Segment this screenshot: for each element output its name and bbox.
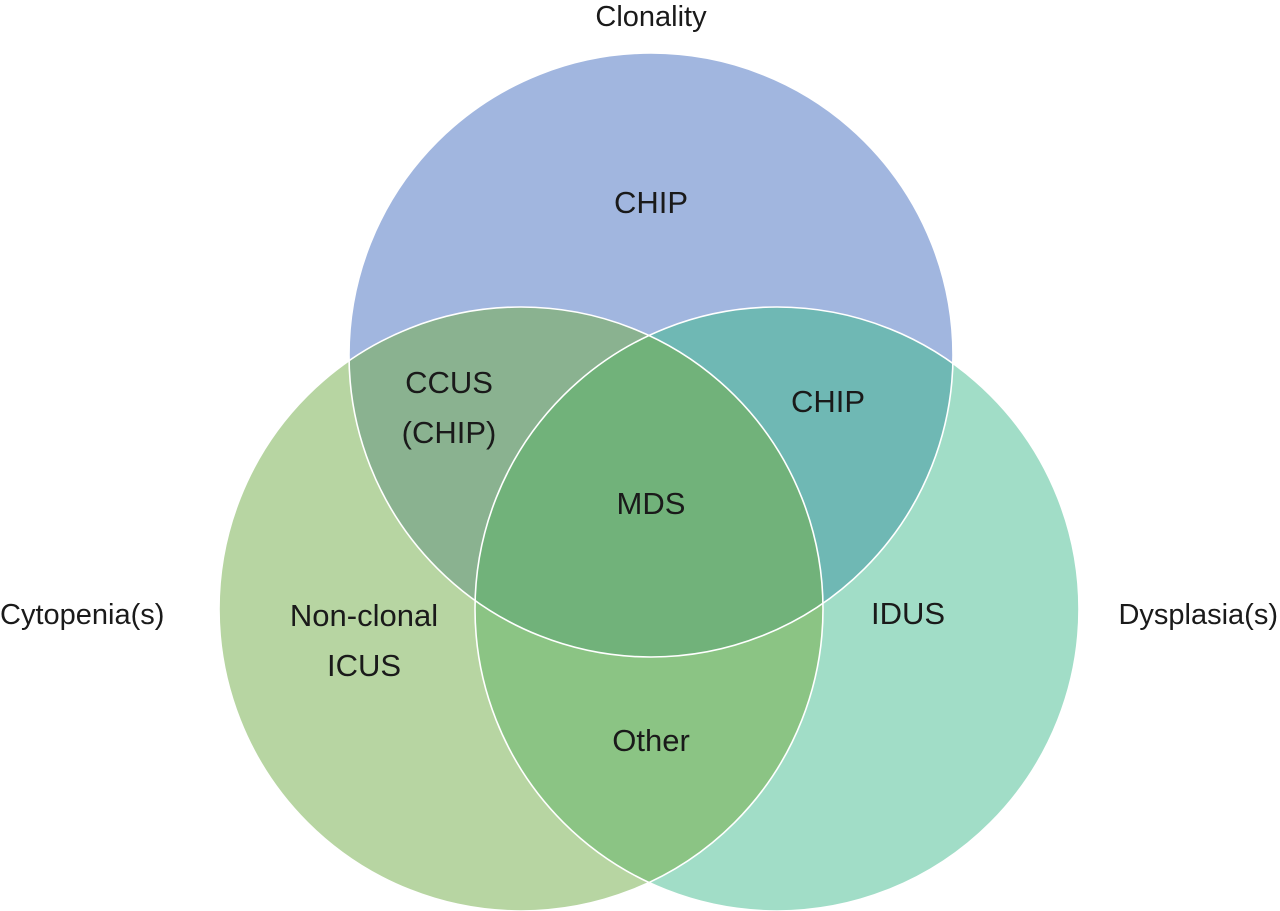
cytopenia-only-label-line1: Non-clonal <box>290 598 438 633</box>
dysplasia-outline <box>474 306 1080 911</box>
dysplasia-set-label: Dysplasia(s) <box>1118 599 1278 631</box>
clonality-dysplasia-label: CHIP <box>791 384 865 419</box>
cytopenia-dysplasia-label: Other <box>612 723 690 758</box>
cytopenia-outline <box>218 306 824 911</box>
clonality-cytopenia-label-line2: (CHIP) <box>402 415 497 450</box>
clonality-cytopenia-label-line1: CCUS <box>405 365 493 400</box>
clonality-outline <box>348 52 954 658</box>
clonality-set-label: Clonality <box>595 1 707 33</box>
clonality-only-label: CHIP <box>614 185 688 220</box>
cytopenia-set-label: Cytopenia(s) <box>0 599 164 631</box>
triple-overlap <box>475 307 823 657</box>
all-three-label: MDS <box>617 486 686 521</box>
dysplasia-only-label: IDUS <box>871 596 945 631</box>
cytopenia-only-label-line2: ICUS <box>327 648 401 683</box>
